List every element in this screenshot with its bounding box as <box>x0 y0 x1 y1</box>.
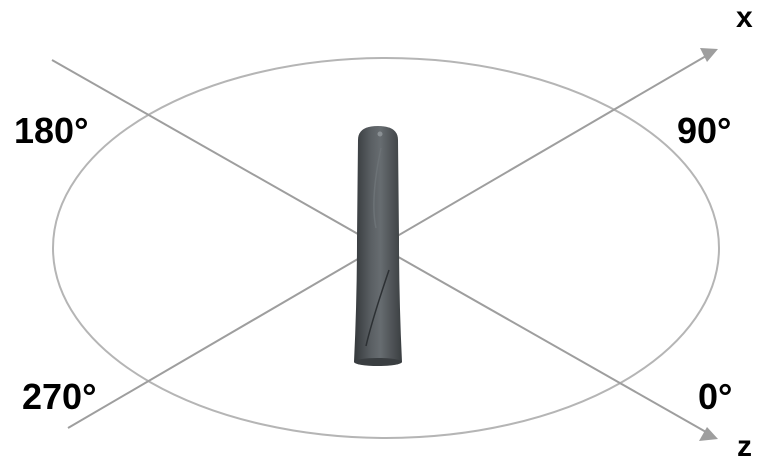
angle-label-180: 180° <box>14 113 88 149</box>
angle-label-270: 270° <box>22 379 96 415</box>
angle-label-0: 0° <box>698 379 732 415</box>
x-arrow-head <box>700 48 718 62</box>
angle-label-90: 90° <box>677 113 731 149</box>
z-axis-label: z <box>737 432 752 462</box>
x-axis-label: x <box>736 3 753 33</box>
antenna-icon <box>354 126 402 366</box>
